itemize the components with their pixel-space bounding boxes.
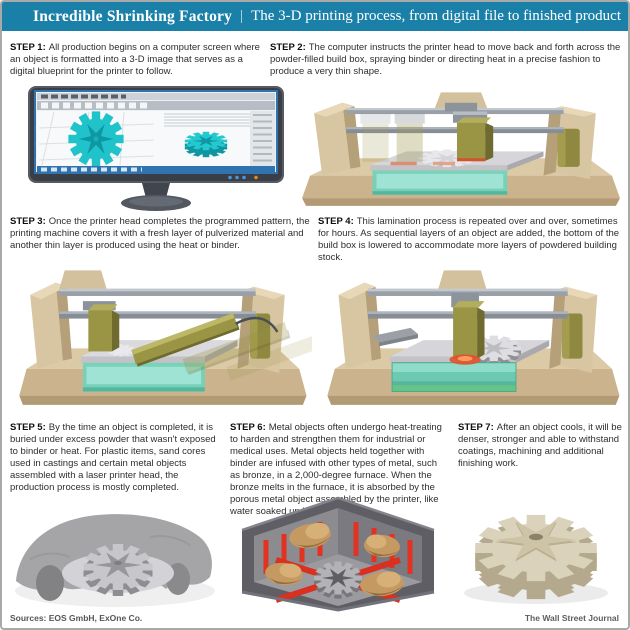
step-1-monitor-illustration bbox=[28, 86, 284, 211]
finished-gear bbox=[475, 514, 597, 600]
step-3-label: STEP 3: bbox=[10, 216, 46, 227]
printer-head-motion-ghost bbox=[394, 113, 425, 162]
powder-roller-bar bbox=[131, 313, 240, 367]
step-2-printer-illustration bbox=[302, 92, 620, 206]
excavated-gear bbox=[83, 544, 153, 596]
step-1-label: STEP 1: bbox=[10, 42, 46, 53]
bronze-lumps bbox=[264, 522, 405, 597]
step-3-text: STEP 3:Once the printer head completes t… bbox=[10, 216, 310, 252]
step-3-printer-illustration bbox=[19, 270, 312, 405]
step-7-text: STEP 7:After an object cools, it will be… bbox=[458, 422, 622, 470]
monitor-power-leds bbox=[228, 175, 258, 180]
step-5-description: By the time an object is completed, it i… bbox=[10, 422, 216, 494]
heat-glow bbox=[449, 354, 481, 365]
roller-motion-ghost bbox=[182, 321, 291, 375]
build-box-glass bbox=[82, 362, 205, 392]
printer-cable bbox=[235, 316, 279, 333]
cad-gear-front-view bbox=[68, 111, 124, 167]
step-6-label: STEP 6: bbox=[230, 422, 266, 433]
monitor-stand bbox=[121, 183, 191, 211]
printer-head bbox=[451, 292, 485, 359]
step-6-furnace-illustration bbox=[241, 496, 435, 612]
step-2-description: The computer instructs the printer head … bbox=[270, 42, 621, 78]
step-7-description: After an object cools, it will be denser… bbox=[458, 422, 622, 470]
sources-credit: Sources: EOS GmbH, ExOne Co. bbox=[10, 613, 143, 623]
build-box-glass bbox=[372, 170, 508, 195]
printer-head-parked bbox=[82, 301, 120, 352]
step-2-label: STEP 2: bbox=[270, 42, 306, 53]
title-separator: | bbox=[240, 8, 244, 24]
step-5-buried-gear-illustration bbox=[15, 514, 215, 607]
header-bar: Incredible Shrinking Factory | The 3-D p… bbox=[2, 2, 628, 31]
step-7-label: STEP 7: bbox=[458, 422, 494, 433]
step-3-description: Once the printer head completes the prog… bbox=[10, 216, 310, 252]
step-4-printer-illustration bbox=[327, 270, 620, 405]
step-7-finished-gear-illustration bbox=[464, 514, 608, 604]
step-1-description: All production begins on a computer scre… bbox=[10, 42, 260, 78]
printer-head bbox=[452, 111, 494, 162]
step-1-text: STEP 1:All production begins on a comput… bbox=[10, 42, 263, 78]
step-4-label: STEP 4: bbox=[318, 216, 354, 227]
step-5-label: STEP 5: bbox=[10, 422, 46, 433]
publisher-credit: The Wall Street Journal bbox=[524, 613, 619, 623]
page-title: Incredible Shrinking Factory bbox=[33, 7, 233, 25]
step-4-description: This lamination process is repeated over… bbox=[318, 216, 620, 264]
page-subtitle: The 3-D printing process, from digital f… bbox=[251, 8, 622, 24]
build-box-layers bbox=[391, 362, 517, 392]
step-4-text: STEP 4:This lamination process is repeat… bbox=[318, 216, 623, 264]
step-2-text: STEP 2:The computer instructs the printe… bbox=[270, 42, 622, 78]
step-5-text: STEP 5:By the time an object is complete… bbox=[10, 422, 221, 494]
monitor-screen bbox=[34, 90, 278, 174]
